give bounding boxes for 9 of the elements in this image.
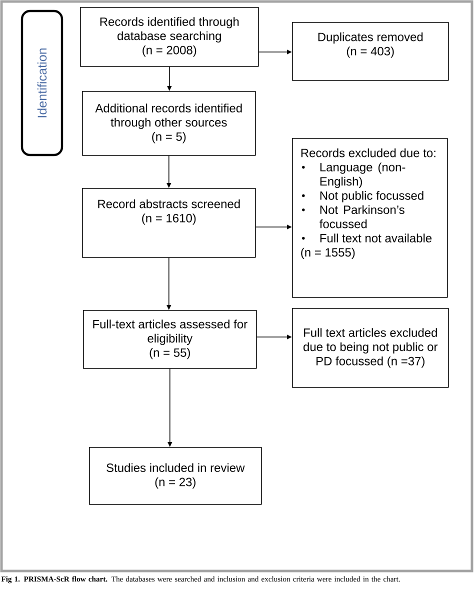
list-box: Records excluded due to: Language (non-English) Not public focussed Not Parkinson’s focussed Full text not available (n = 1555): [292, 138, 448, 298]
process-box: Additional records identified through other sources (n = 5): [82, 91, 256, 156]
process-box: Full-text articles assessed for eligibility (n = 55): [83, 310, 257, 369]
process-box: Record abstracts screened (n = 1610): [82, 188, 256, 258]
process-box: Studies included in review (n = 23): [89, 447, 262, 505]
process-box: Full text articles excluded due to being not public or PD focussed (n =37): [292, 308, 449, 388]
stage-label-box: Identification: [20, 10, 64, 156]
process-box: Records identified through database searching (n = 2008): [80, 7, 259, 67]
process-box: Duplicates removed (n = 403): [292, 22, 449, 81]
